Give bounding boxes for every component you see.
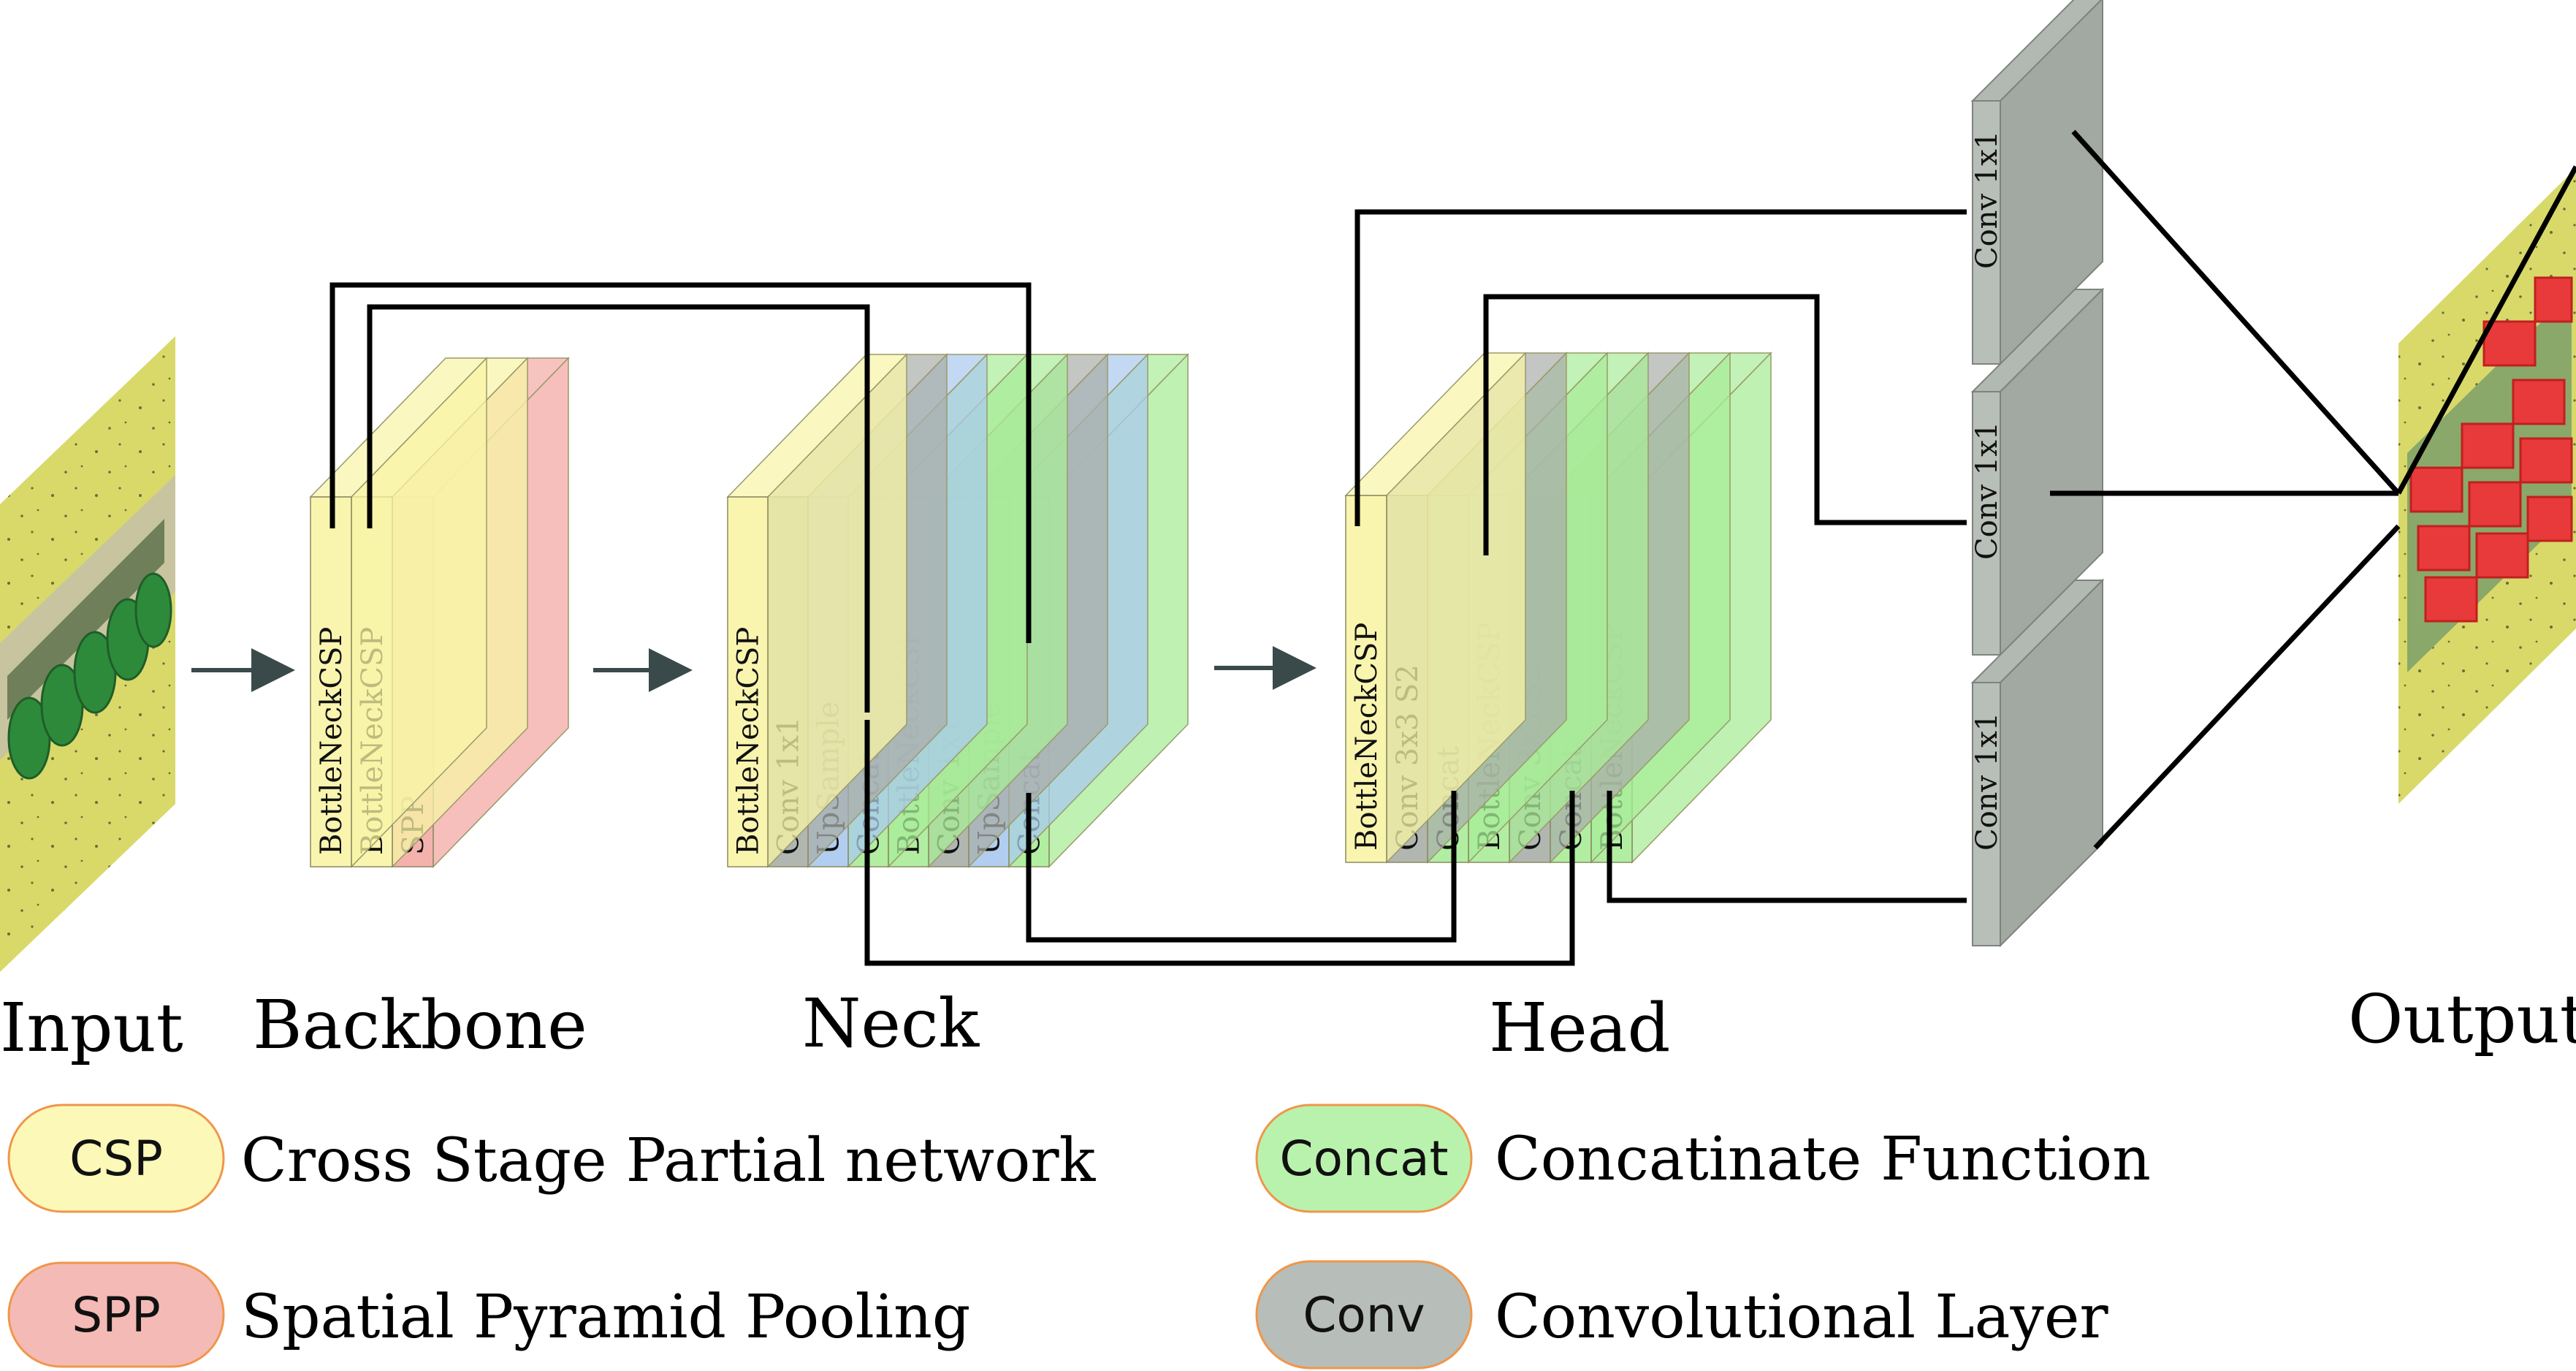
output-conv-3: Conv 1x1 <box>1970 578 2105 948</box>
legend-desc-spp: Spatial Pyramid Pooling <box>241 1283 970 1352</box>
head-layer-slab-1: BottleNeckCSP <box>1344 352 1527 864</box>
backbone-layer-slab-1: BottleNeckCSP <box>309 357 488 868</box>
section-label-neck: Neck <box>802 984 980 1063</box>
section-label-output: Output <box>2348 980 2576 1058</box>
legend-badge-spp <box>7 1261 225 1368</box>
connection-output-rise <box>2396 165 2576 495</box>
output-conv-label-3: Conv 1x1 <box>1970 713 2004 851</box>
legend-badge-concat-text: Concat <box>1280 1131 1449 1187</box>
section-label-head: Head <box>1489 989 1670 1067</box>
output-conv-label-2: Conv 1x1 <box>1970 422 2004 560</box>
legend-badge-conv <box>1255 1260 1473 1370</box>
legend-desc-csp: Cross Stage Partial network <box>241 1126 1097 1196</box>
backbone-layer-label-bottleneckcsp-1: BottleNeckCSP <box>315 627 348 855</box>
connection-conv1-to-output <box>2071 129 2401 495</box>
input-image <box>0 336 175 972</box>
legend-badge-conv-text: Conv <box>1303 1287 1425 1343</box>
legend-item-csp: CSP Cross Stage Partial network <box>7 1104 1097 1213</box>
output-conv-1: Conv 1x1 <box>1970 0 2103 366</box>
neck-block: ConcatUpSampleConv 1x1BottleNeckCSPConca… <box>726 353 1189 868</box>
legend: CSP Cross Stage Partial network SPP Spat… <box>7 1104 2151 1370</box>
connection-conv3-to-output <box>2093 524 2401 850</box>
output-image <box>2398 168 2576 804</box>
backbone-block: SPPBottleNeckCSPBottleNeckCSP <box>309 357 570 868</box>
connection-neck-concat1-to-head-concat2 <box>864 720 1575 966</box>
connection-head-csp2-to-output-conv2 <box>1483 294 1967 555</box>
legend-desc-concat: Concatinate Function <box>1495 1125 2151 1194</box>
connection-backbone-csp1-to-neck-concat2 <box>329 282 1032 643</box>
head-layer-label-bottleneckcsp-1: BottleNeckCSP <box>1350 623 1384 851</box>
output-conv-2: Conv 1x1 <box>1970 287 2105 657</box>
legend-badge-spp-text: SPP <box>72 1287 161 1343</box>
section-label-backbone: Backbone <box>253 986 587 1064</box>
output-conv-label-1: Conv 1x1 <box>1970 131 2004 269</box>
legend-item-concat: Concat Concatinate Function <box>1255 1104 2151 1213</box>
legend-badge-concat <box>1255 1104 1473 1213</box>
legend-badge-csp <box>7 1104 225 1213</box>
legend-item-spp: SPP Spatial Pyramid Pooling <box>7 1261 970 1368</box>
neck-layer-slab-1: BottleNeckCSP <box>726 353 908 868</box>
connection-backbone-csp2-to-neck-concat1 <box>367 304 870 713</box>
connection-head-csp3-to-output-conv3 <box>1607 791 1967 903</box>
neck-layer-label-bottleneckcsp-1: BottleNeckCSP <box>732 627 766 855</box>
section-label-input: Input <box>0 989 183 1067</box>
connection-head-csp1-to-output-conv1 <box>1354 209 1967 526</box>
legend-desc-conv: Convolutional Layer <box>1495 1283 2108 1352</box>
connection-neck-concat2-to-head-concat1 <box>1026 791 1457 943</box>
legend-badge-csp-text: CSP <box>69 1131 163 1187</box>
skip-connections <box>329 129 2576 966</box>
legend-item-conv: Conv Convolutional Layer <box>1255 1260 2108 1370</box>
head-block: BottleNeckCSPConcatConv 3x3 S2BottleNeck… <box>1344 352 1772 864</box>
